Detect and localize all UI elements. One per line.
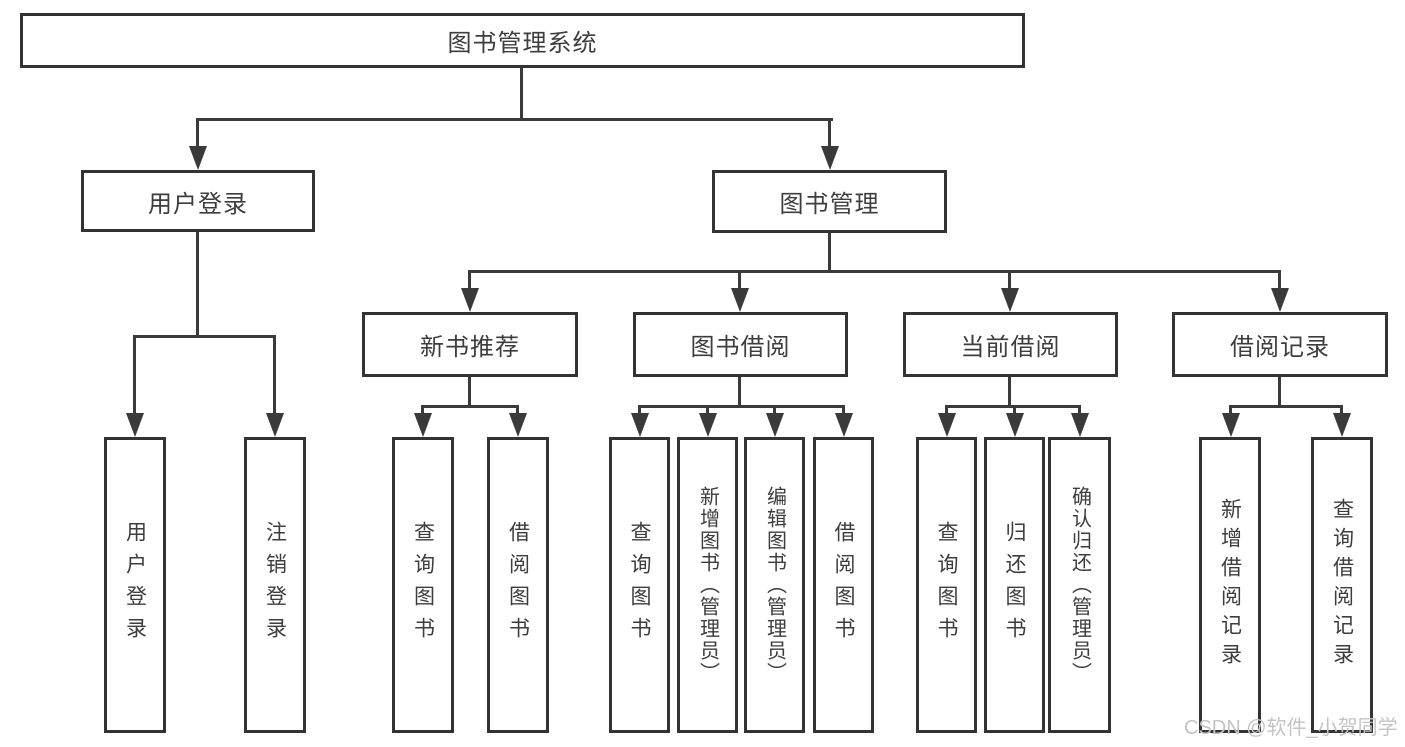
node-user-login-label: 用户登录	[148, 190, 248, 218]
connector-l3c-drop-3	[1078, 405, 1081, 417]
connector-l3d-bar	[1229, 405, 1343, 408]
leaf-label: 查询图书	[411, 521, 435, 649]
connector-mgmt-drop-3	[1008, 270, 1011, 292]
arrow-down-icon	[631, 413, 649, 437]
connector-root-stem	[520, 68, 523, 121]
leaf-label: 注销登录	[263, 521, 287, 649]
arrow-down-icon	[461, 288, 479, 312]
arrow-down-icon	[938, 413, 956, 437]
connector-l3d-drop-1	[1229, 405, 1232, 417]
node-book-management-label: 图书管理	[779, 191, 880, 218]
connector-login-bar	[133, 335, 276, 338]
arrow-down-icon	[699, 413, 717, 437]
leaf-user-login: 用户登录	[104, 437, 166, 733]
connector-l3b-bar	[638, 405, 845, 408]
connector-login-drop-1	[133, 335, 136, 415]
connector-l3a-stem	[468, 377, 471, 408]
leaf-return-book: 归还图书	[984, 437, 1045, 733]
leaf-label: 查询借阅记录	[1330, 498, 1354, 672]
arrow-down-icon	[414, 413, 432, 437]
leaf-confirm-return-admin: 确认归还（管理员）	[1048, 437, 1111, 733]
connector-l3d-stem	[1278, 377, 1281, 408]
connector-l3a-drop-1	[421, 405, 424, 417]
node-book-borrow-label: 图书借阅	[690, 334, 791, 361]
node-root-label: 图书管理系统	[447, 30, 598, 57]
leaf-edit-book-admin: 编辑图书（管理员）	[744, 437, 805, 733]
connector-l3c-stem	[1008, 377, 1011, 408]
node-current-borrow-label: 当前借阅	[960, 334, 1061, 361]
node-new-book-recommend: 新书推荐	[362, 312, 578, 377]
node-borrow-record: 借阅记录	[1172, 312, 1388, 377]
leaf-label: 用户登录	[123, 521, 147, 649]
leaf-label: 查询图书	[628, 521, 651, 649]
arrow-down-icon	[509, 413, 527, 437]
arrow-down-icon	[731, 288, 749, 312]
arrow-down-icon	[766, 413, 784, 437]
connector-l3c-drop-2	[1013, 405, 1016, 417]
node-current-borrow: 当前借阅	[903, 312, 1118, 377]
arrow-down-icon	[1006, 413, 1024, 437]
leaf-label: 借阅图书	[832, 521, 855, 649]
leaf-logout: 注销登录	[244, 437, 306, 733]
arrow-down-icon	[1001, 288, 1019, 312]
arrow-down-icon	[835, 413, 853, 437]
leaf-label: 确认归还（管理员）	[1068, 486, 1091, 684]
connector-mgmt-drop-1	[468, 270, 471, 292]
connector-root-drop-right	[828, 118, 831, 150]
connector-l3c-drop-1	[945, 405, 948, 417]
leaf-label: 新增图书（管理员）	[696, 486, 719, 684]
node-user-login: 用户登录	[81, 170, 315, 232]
connector-l3b-drop-2	[706, 405, 709, 417]
arrow-down-icon	[1071, 413, 1089, 437]
leaf-add-borrow-record: 新增借阅记录	[1199, 437, 1261, 733]
connector-l3b-stem	[738, 377, 741, 408]
leaf-label: 借阅图书	[506, 521, 530, 649]
leaf-label: 新增借阅记录	[1218, 498, 1242, 672]
arrow-down-icon	[126, 413, 144, 437]
connector-l3c-bar	[945, 405, 1080, 408]
connector-login-drop-2	[273, 335, 276, 415]
csdn-watermark: CSDN @软件_小贺同学	[1184, 717, 1398, 739]
connector-l3a-bar	[421, 405, 519, 408]
connector-l3b-drop-3	[773, 405, 776, 417]
arrow-down-icon	[266, 413, 284, 437]
connector-mgmt-drop-4	[1278, 270, 1281, 292]
leaf-label: 查询图书	[935, 521, 958, 649]
connector-root-drop-left	[196, 118, 199, 150]
connector-mgmt-bar	[468, 270, 1281, 273]
connector-root-bar	[196, 118, 833, 121]
arrow-down-icon	[1222, 413, 1240, 437]
arrow-down-icon	[1333, 413, 1351, 437]
leaf-label: 归还图书	[1003, 521, 1026, 649]
arrow-down-icon	[1271, 288, 1289, 312]
leaf-label: 编辑图书（管理员）	[763, 486, 786, 684]
leaf-borrow-book-2: 借阅图书	[813, 437, 874, 733]
leaf-query-book-3: 查询图书	[916, 437, 977, 733]
connector-l3a-drop-2	[516, 405, 519, 417]
connector-l3b-drop-4	[842, 405, 845, 417]
arrow-down-icon	[189, 146, 207, 170]
node-book-borrow: 图书借阅	[633, 312, 848, 377]
connector-l3d-drop-2	[1340, 405, 1343, 417]
connector-mgmt-drop-2	[738, 270, 741, 292]
leaf-query-book-2: 查询图书	[609, 437, 670, 733]
node-root: 图书管理系统	[20, 13, 1025, 68]
leaf-borrow-book-1: 借阅图书	[487, 437, 549, 733]
leaf-query-book-1: 查询图书	[392, 437, 454, 733]
leaf-add-book-admin: 新增图书（管理员）	[677, 437, 738, 733]
connector-l3b-drop-1	[638, 405, 641, 417]
arrow-down-icon	[821, 146, 839, 170]
node-book-management: 图书管理	[712, 170, 947, 233]
node-borrow-record-label: 借阅记录	[1230, 334, 1330, 361]
connector-login-stem	[196, 232, 199, 338]
node-new-book-recommend-label: 新书推荐	[420, 334, 520, 361]
leaf-query-borrow-record: 查询借阅记录	[1311, 437, 1373, 733]
connector-mgmt-stem	[828, 233, 831, 273]
